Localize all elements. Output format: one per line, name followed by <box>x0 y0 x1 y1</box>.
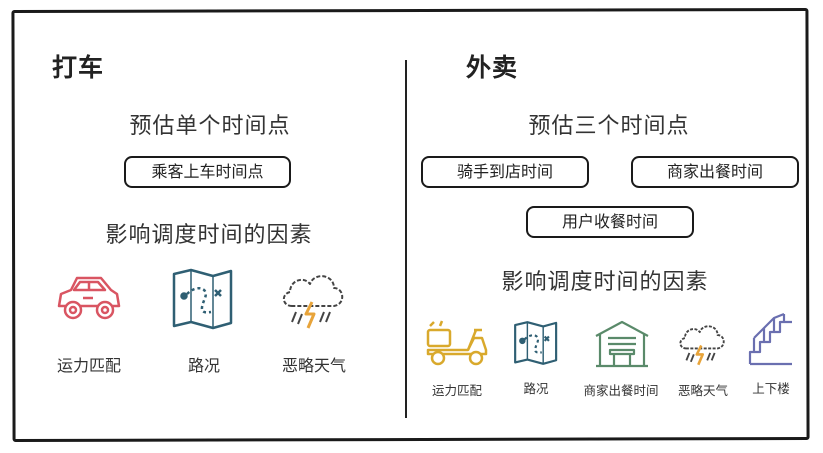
left-title: 打车 <box>52 53 105 82</box>
left-pill-passenger-pickup: 乘客上车时间点 <box>124 156 291 188</box>
right-pill-rider-arrival: 骑手到店时间 <box>421 156 589 188</box>
restaurant-icon <box>595 320 649 368</box>
right-factor-label-capacity: 运力匹配 <box>431 383 483 398</box>
right-factors-heading: 影响调度时间的因素 <box>501 270 709 295</box>
right-factor-label-traffic: 路况 <box>523 381 549 396</box>
left-estimate-heading: 预估单个时间点 <box>129 114 291 139</box>
pill-label: 骑手到店时间 <box>456 162 553 181</box>
stairs-icon <box>748 312 792 366</box>
map-icon <box>172 268 233 330</box>
right-estimate-heading: 预估三个时间点 <box>528 114 690 139</box>
right-factor-label-weather: 恶略天气 <box>677 383 729 398</box>
right-title: 外卖 <box>466 53 519 82</box>
left-factors-heading: 影响调度时间的因素 <box>105 223 313 248</box>
left-factor-label-capacity: 运力匹配 <box>56 356 122 375</box>
left-factor-label-weather: 恶略天气 <box>281 356 347 375</box>
right-pill-customer-receive: 用户收餐时间 <box>526 206 694 238</box>
car-icon <box>57 276 121 320</box>
right-pill-merchant-ready: 商家出餐时间 <box>631 156 799 188</box>
right-factor-label-stairs: 上下楼 <box>752 381 790 396</box>
left-factor-label-traffic: 路况 <box>187 356 221 375</box>
column-divider <box>405 60 407 418</box>
scooter-icon <box>426 320 488 366</box>
pill-label: 商家出餐时间 <box>666 162 763 181</box>
right-factor-label-merchant: 商家出餐时间 <box>583 383 659 398</box>
storm-cloud-icon <box>282 275 344 329</box>
pill-label: 乘客上车时间点 <box>151 162 264 181</box>
storm-cloud-icon <box>679 325 725 366</box>
map-icon <box>514 321 558 365</box>
pill-label: 用户收餐时间 <box>561 212 658 231</box>
